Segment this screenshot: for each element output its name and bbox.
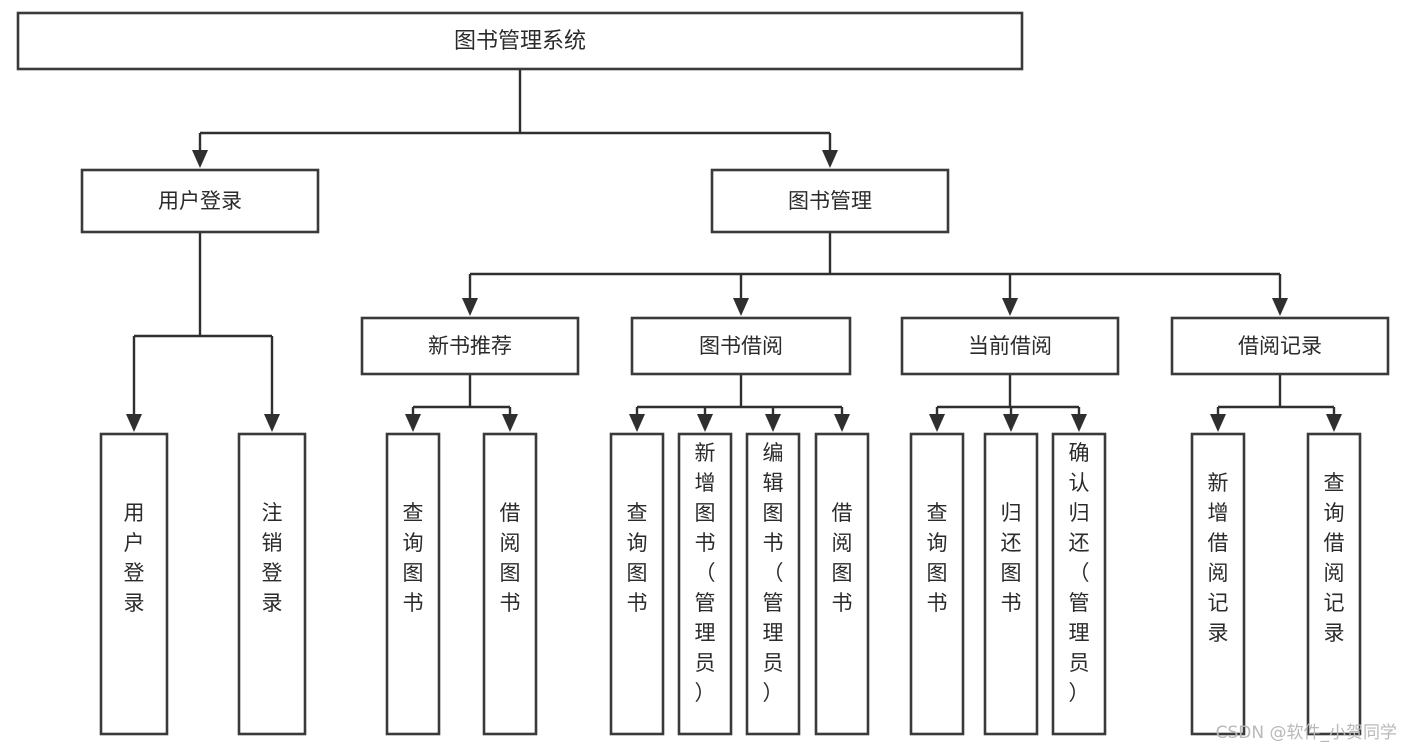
node-root[interactable]: 图书管理系统 <box>16 11 1024 71</box>
arrow-book-mgmt-to-current <box>1002 298 1018 316</box>
leaf-logout-box <box>237 432 307 736</box>
leaf-logout-label: 注销登录 <box>262 501 283 615</box>
leaf-query-book-1-box <box>385 432 441 736</box>
leaf-borrow-book-2-box <box>814 432 870 736</box>
node-borrow-records-label: 借阅记录 <box>1238 334 1322 358</box>
leaf-add-book-admin[interactable]: 新增图书（管理员） <box>677 432 733 736</box>
leaf-query-book-1[interactable]: 查询图书 <box>385 432 441 736</box>
leaf-add-book-admin-box <box>677 432 733 736</box>
node-user-login[interactable]: 用户登录 <box>80 168 320 234</box>
arrow-records-leaf-2 <box>1326 414 1342 432</box>
arrow-book-mgmt-to-new-book <box>462 298 478 316</box>
node-book-management-label: 图书管理 <box>788 189 872 213</box>
node-book-management-box <box>710 168 950 234</box>
node-current-borrow-label: 当前借阅 <box>968 334 1052 358</box>
leaf-query-book-2-box <box>609 432 665 736</box>
arrow-current-leaf-2 <box>1003 414 1019 432</box>
arrow-root-to-book-mgmt <box>822 150 838 168</box>
leaf-return-book-box <box>983 432 1039 736</box>
arrow-new-book-leaf-2 <box>502 414 518 432</box>
arrow-records-leaf-1 <box>1210 414 1226 432</box>
leaf-user-login-label: 用户登录 <box>124 501 145 615</box>
leaf-query-borrow-record-label: 查询借阅记录 <box>1324 471 1345 645</box>
node-root-box <box>16 11 1024 71</box>
leaf-query-borrow-record[interactable]: 查询借阅记录 <box>1306 432 1362 736</box>
node-new-book-recommend[interactable]: 新书推荐 <box>360 316 580 376</box>
leaf-confirm-return-admin[interactable]: 确认归还（管理员） <box>1051 432 1107 736</box>
leaf-borrow-book-1[interactable]: 借阅图书 <box>482 432 538 736</box>
node-current-borrow[interactable]: 当前借阅 <box>900 316 1120 376</box>
arrow-borrow-leaf-4 <box>834 414 850 432</box>
node-user-login-label: 用户登录 <box>158 189 242 213</box>
connector-layer <box>126 69 1342 432</box>
leaf-user-login-box <box>99 432 169 736</box>
node-new-book-recommend-box <box>360 316 580 376</box>
node-book-borrow-box <box>630 316 852 376</box>
leaf-query-book-3-box <box>909 432 965 736</box>
leaf-query-book-2[interactable]: 查询图书 <box>609 432 665 736</box>
leaf-add-borrow-record[interactable]: 新增借阅记录 <box>1190 432 1246 736</box>
leaf-query-book-2-label: 查询图书 <box>627 501 648 615</box>
leaf-edit-book-admin[interactable]: 编辑图书（管理员） <box>745 432 801 736</box>
leaf-borrow-book-1-box <box>482 432 538 736</box>
node-book-management[interactable]: 图书管理 <box>710 168 950 234</box>
arrow-current-leaf-3 <box>1071 414 1087 432</box>
leaf-edit-book-admin-label: 编辑图书（管理员） <box>763 441 784 705</box>
node-root-label: 图书管理系统 <box>454 29 586 54</box>
node-borrow-records-box <box>1170 316 1390 376</box>
arrow-new-book-leaf-1 <box>405 414 421 432</box>
leaf-add-borrow-record-box <box>1190 432 1246 736</box>
leaf-confirm-return-admin-label: 确认归还（管理员） <box>1069 441 1090 705</box>
leaf-user-login[interactable]: 用户登录 <box>99 432 169 736</box>
arrow-user-login-leaf-2 <box>264 414 280 432</box>
arrow-user-login-leaf-1 <box>126 414 142 432</box>
leaf-borrow-book-2[interactable]: 借阅图书 <box>814 432 870 736</box>
arrow-borrow-leaf-3 <box>765 414 781 432</box>
arrow-current-leaf-1 <box>929 414 945 432</box>
arrow-borrow-leaf-2 <box>697 414 713 432</box>
leaf-logout[interactable]: 注销登录 <box>237 432 307 736</box>
arrow-borrow-leaf-1 <box>629 414 645 432</box>
arrow-root-to-user-login <box>192 150 208 168</box>
node-book-borrow-label: 图书借阅 <box>699 334 783 358</box>
leaf-confirm-return-admin-box <box>1051 432 1107 736</box>
leaf-add-book-admin-label: 新增图书（管理员） <box>695 441 716 705</box>
node-borrow-records[interactable]: 借阅记录 <box>1170 316 1390 376</box>
leaf-add-borrow-record-label: 新增借阅记录 <box>1208 471 1229 645</box>
leaf-query-borrow-record-box <box>1306 432 1362 736</box>
node-new-book-recommend-label: 新书推荐 <box>428 334 512 358</box>
leaf-edit-book-admin-box <box>745 432 801 736</box>
leaf-borrow-book-2-label: 借阅图书 <box>832 501 853 615</box>
leaf-query-book-3-label: 查询图书 <box>927 501 948 615</box>
node-user-login-box <box>80 168 320 234</box>
node-book-borrow[interactable]: 图书借阅 <box>630 316 852 376</box>
leaf-query-book-3[interactable]: 查询图书 <box>909 432 965 736</box>
leaf-borrow-book-1-label: 借阅图书 <box>500 501 521 615</box>
node-current-borrow-box <box>900 316 1120 376</box>
leaf-return-book-label: 归还图书 <box>1001 501 1022 615</box>
leaf-return-book[interactable]: 归还图书 <box>983 432 1039 736</box>
watermark-text: CSDN @软件_小贺同学 <box>1215 723 1397 743</box>
leaf-query-book-1-label: 查询图书 <box>403 501 424 615</box>
arrow-book-mgmt-to-records <box>1272 298 1288 316</box>
arrow-book-mgmt-to-borrow <box>733 298 749 316</box>
